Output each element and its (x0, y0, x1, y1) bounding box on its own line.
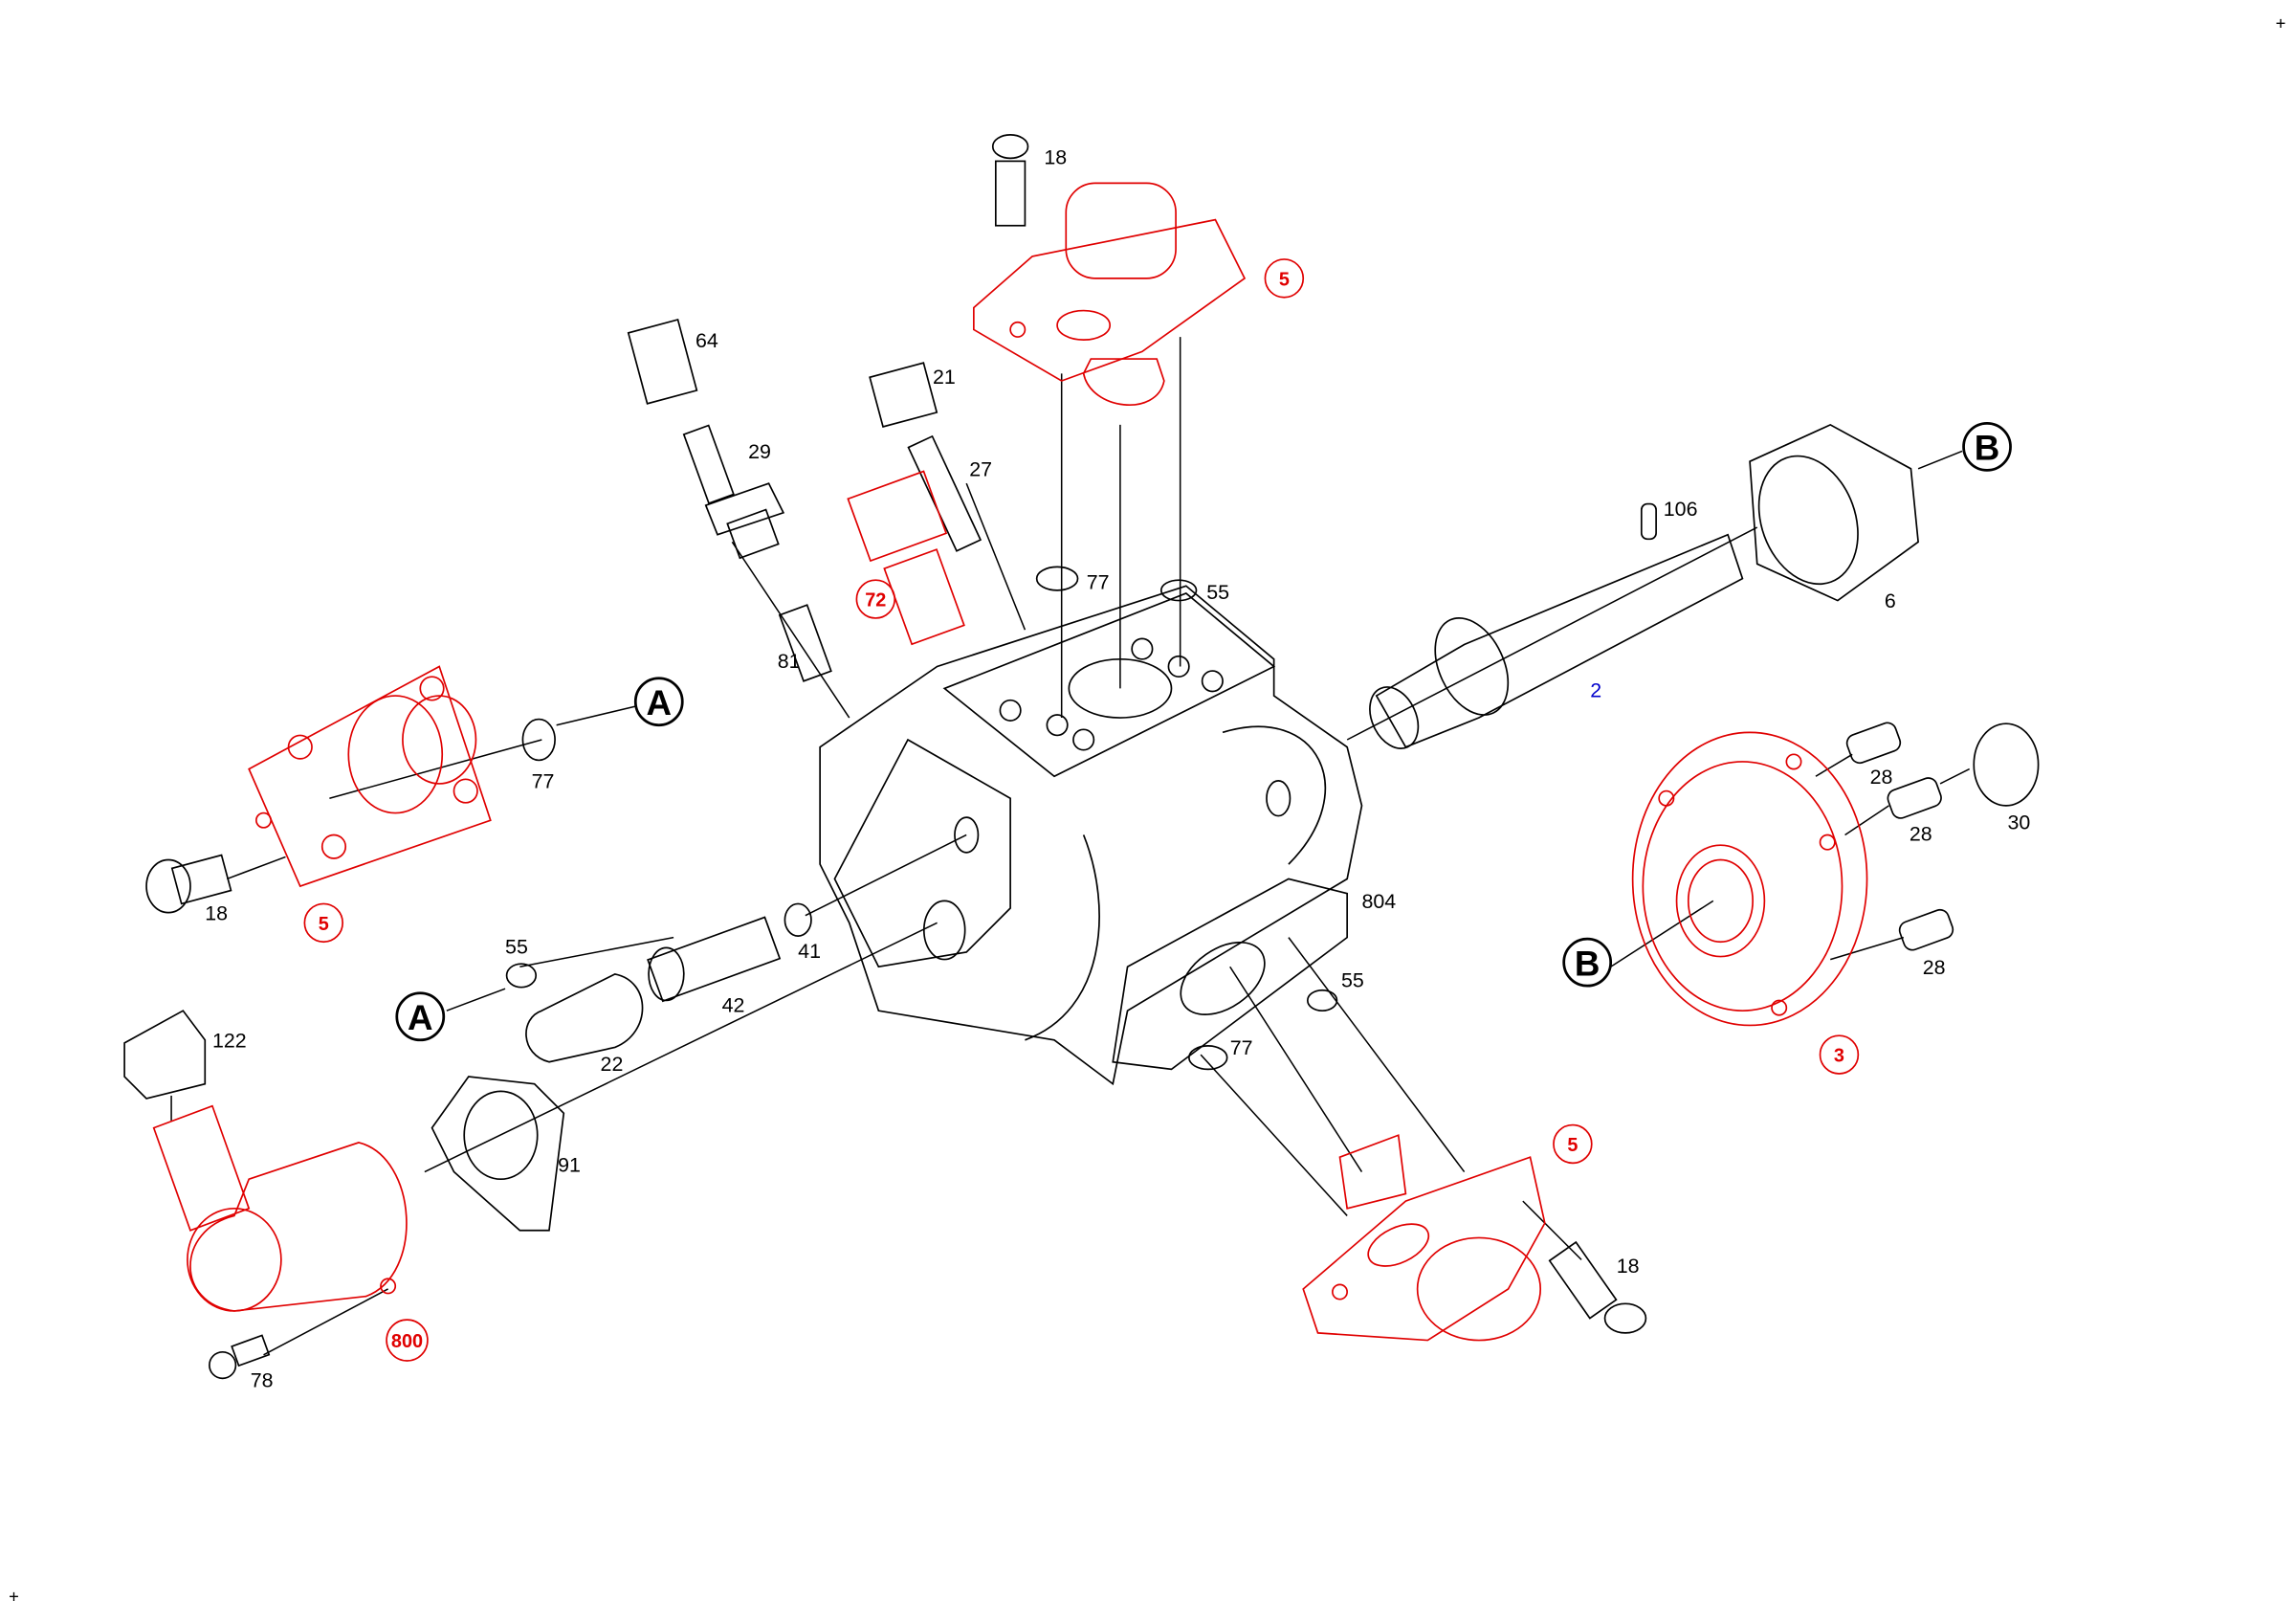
label-2: 2 (1590, 679, 1601, 702)
label-22: 22 (601, 1053, 624, 1076)
reference-a-bottom[interactable]: A (395, 991, 446, 1042)
svg-text:800: 800 (391, 1331, 423, 1352)
tube-27[interactable] (907, 434, 982, 552)
svg-text:B: B (1575, 944, 1601, 983)
screw-28[interactable] (1886, 775, 1944, 820)
metering-valve-bottom-5[interactable] (1302, 1134, 1546, 1342)
callout-800[interactable]: 800 (386, 1319, 429, 1362)
callout-3[interactable]: 3 (1819, 1034, 1860, 1075)
fitting-29[interactable] (682, 424, 785, 560)
label-30: 30 (2007, 811, 2030, 834)
label-21: 21 (933, 366, 956, 389)
screw-bottom-18[interactable] (1548, 1240, 1647, 1334)
screw-28[interactable] (1897, 907, 1955, 952)
label-28: 28 (1910, 823, 1932, 846)
label-106: 106 (1664, 498, 1698, 521)
callout-5-left[interactable]: 5 (303, 902, 344, 944)
label-122: 122 (212, 1029, 247, 1052)
screw-top-18[interactable] (991, 134, 1029, 227)
label-6: 6 (1885, 589, 1896, 612)
washer-41[interactable] (784, 902, 812, 937)
metering-valve-left-5[interactable] (248, 665, 492, 888)
nut-6[interactable] (1742, 423, 1919, 602)
metering-valve-top-5[interactable] (973, 182, 1247, 406)
oring-77-left[interactable] (521, 718, 556, 762)
screw-28[interactable] (1844, 721, 1903, 766)
leader-lines (170, 337, 1971, 1356)
corner-mark: + (9, 1587, 19, 1607)
callout-5-top[interactable]: 5 (1264, 258, 1305, 299)
svg-text:3: 3 (1834, 1046, 1844, 1067)
svg-text:5: 5 (1567, 1135, 1578, 1156)
oring-77-top[interactable] (1035, 566, 1079, 591)
label-64: 64 (695, 329, 718, 352)
label-29: 29 (748, 440, 771, 463)
label-18: 18 (205, 901, 228, 924)
label-77: 77 (532, 770, 555, 793)
svg-text:5: 5 (319, 914, 329, 935)
screw-78[interactable] (209, 1334, 271, 1380)
label-28: 28 (1870, 766, 1893, 789)
label-81: 81 (778, 650, 801, 673)
svg-text:72: 72 (865, 590, 886, 611)
filter-81[interactable] (778, 604, 832, 682)
label-78: 78 (251, 1369, 274, 1392)
svg-text:B: B (1975, 429, 2000, 468)
label-18: 18 (1617, 1255, 1640, 1278)
corner-mark: + (2276, 13, 2286, 33)
label-42: 42 (722, 994, 745, 1017)
svg-text:A: A (647, 683, 673, 723)
ring-30[interactable] (1973, 723, 2040, 807)
label-28: 28 (1923, 956, 1946, 979)
label-55: 55 (1206, 581, 1229, 604)
cap-22[interactable] (525, 973, 644, 1063)
flange-3[interactable] (1631, 731, 1868, 1027)
cap-21[interactable] (869, 362, 938, 428)
label-91: 91 (558, 1154, 581, 1177)
pump-body-804[interactable] (819, 585, 1363, 1086)
label-18: 18 (1044, 145, 1067, 168)
drive-shaft-2[interactable] (1360, 502, 1744, 757)
oring-55-left[interactable] (505, 963, 538, 989)
oring-55-right[interactable] (1306, 989, 1338, 1012)
oring-55-top[interactable] (1159, 579, 1198, 602)
callout-72[interactable]: 72 (855, 579, 896, 619)
svg-text:5: 5 (1279, 270, 1290, 291)
label-27: 27 (969, 457, 992, 480)
metering-unit-800[interactable] (123, 1010, 408, 1312)
svg-text:A: A (408, 998, 433, 1037)
reference-a-top[interactable]: A (633, 677, 684, 727)
fitting-42[interactable] (647, 916, 782, 1003)
label-41: 41 (798, 940, 821, 963)
sensor-72[interactable] (847, 470, 965, 646)
gasket-91[interactable] (430, 1076, 565, 1232)
callout-5-bottom[interactable]: 5 (1553, 1123, 1593, 1165)
label-55: 55 (1341, 969, 1364, 992)
label-77: 77 (1087, 570, 1110, 593)
reference-b-bottom[interactable]: B (1562, 937, 1613, 988)
label-804: 804 (1361, 890, 1396, 913)
oring-77-bottom[interactable] (1188, 1045, 1228, 1071)
pin-106[interactable] (1640, 502, 1657, 541)
cap-64[interactable] (627, 318, 698, 405)
reference-b-top[interactable]: B (1962, 422, 2012, 472)
label-77: 77 (1230, 1036, 1253, 1059)
label-55: 55 (505, 935, 528, 958)
cap-122[interactable] (123, 1010, 207, 1100)
screw-left-18[interactable] (145, 854, 232, 914)
